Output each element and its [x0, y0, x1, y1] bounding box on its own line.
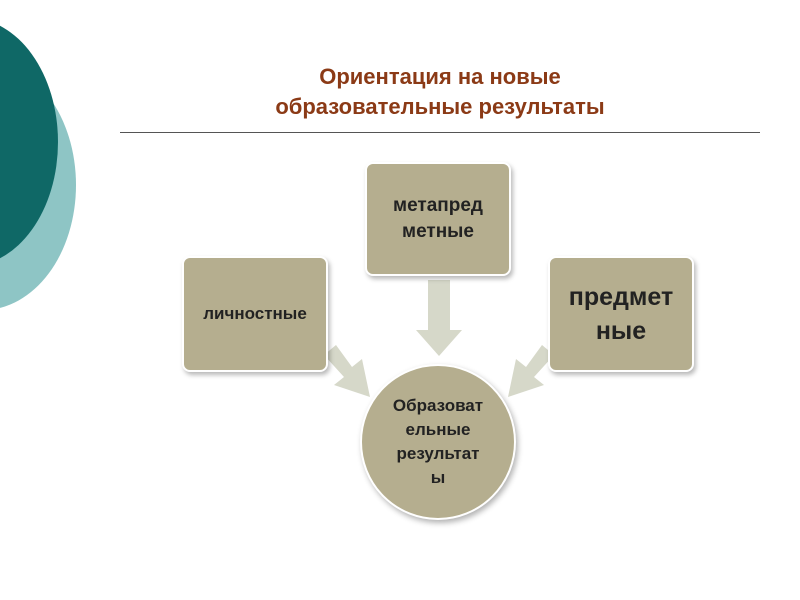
slide-title: Ориентация на новые образовательные резу…	[160, 62, 720, 122]
center-line-3: результат	[396, 444, 480, 463]
node-subject: предмет ные	[548, 256, 694, 372]
node-personal-label: личностные	[203, 304, 307, 323]
node-metasubject-line-2: метные	[402, 221, 474, 242]
title-divider	[120, 132, 760, 133]
arrow-right-to-center	[508, 345, 554, 397]
arrow-down	[416, 280, 462, 356]
node-metasubject-line-1: метапред	[393, 195, 483, 216]
node-educational-results: Образоват ельные результат ы	[360, 364, 516, 520]
arrow-left-to-center	[324, 345, 370, 397]
node-personal: личностные	[182, 256, 328, 372]
title-line-1: Ориентация на новые	[319, 64, 561, 89]
node-subject-line-2: ные	[595, 317, 647, 345]
title-line-2: образовательные результаты	[275, 94, 605, 119]
center-line-4: ы	[430, 468, 446, 487]
node-subject-line-1: предмет	[568, 283, 674, 311]
node-metasubject: метапред метные	[365, 162, 511, 276]
center-line-1: Образоват	[392, 396, 484, 415]
center-line-2: ельные	[405, 420, 471, 439]
